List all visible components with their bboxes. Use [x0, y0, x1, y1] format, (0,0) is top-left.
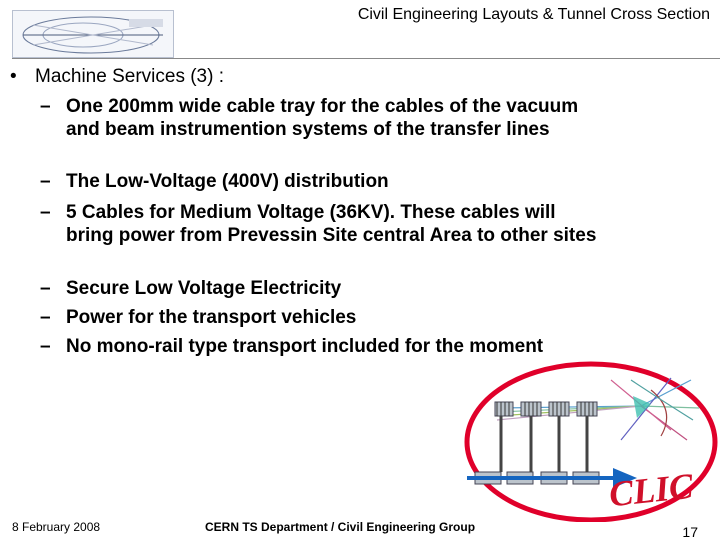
list-item: – Power for the transport vehicles: [40, 307, 600, 330]
clic-logo-text: CLIC: [607, 466, 696, 515]
bullet-text: Machine Services (3) :: [35, 66, 225, 87]
bullet-machine-services: • Machine Services (3) :: [10, 66, 224, 88]
list-item: – The Low-Voltage (400V) distribution: [40, 171, 600, 194]
list-item-text: One 200mm wide cable tray for the cables…: [66, 96, 579, 140]
footer-department: CERN TS Department / Civil Engineering G…: [205, 520, 476, 534]
list-item: – No mono-rail type transport included f…: [40, 336, 600, 359]
dash-marker: –: [40, 336, 51, 357]
dash-marker: –: [40, 202, 51, 223]
list-item-text: No mono-rail type transport included for…: [66, 336, 544, 357]
clic-logo: CLIC: [461, 360, 719, 523]
dash-marker: –: [40, 96, 51, 117]
list-item-text: 5 Cables for Medium Voltage (36KV). Thes…: [66, 202, 597, 246]
list-item-text: Secure Low Voltage Electricity: [66, 278, 342, 299]
list-item: – Secure Low Voltage Electricity: [40, 278, 600, 301]
list-item: – 5 Cables for Medium Voltage (36KV). Th…: [40, 202, 600, 247]
dash-marker: –: [40, 307, 51, 328]
list-item-text: Power for the transport vehicles: [66, 307, 357, 328]
slide-title: Civil Engineering Layouts & Tunnel Cross…: [357, 6, 710, 23]
header-divider: [12, 58, 720, 59]
footer-date: 8 February 2008: [12, 520, 101, 534]
list-item: – One 200mm wide cable tray for the cabl…: [40, 96, 600, 141]
list-item-text: The Low-Voltage (400V) distribution: [66, 171, 389, 192]
bullet-dot-icon: •: [10, 66, 17, 87]
dash-marker: –: [40, 171, 51, 192]
page-number: 17: [682, 524, 698, 540]
thumbnail-diagram: [12, 10, 174, 58]
dash-marker: –: [40, 278, 51, 299]
